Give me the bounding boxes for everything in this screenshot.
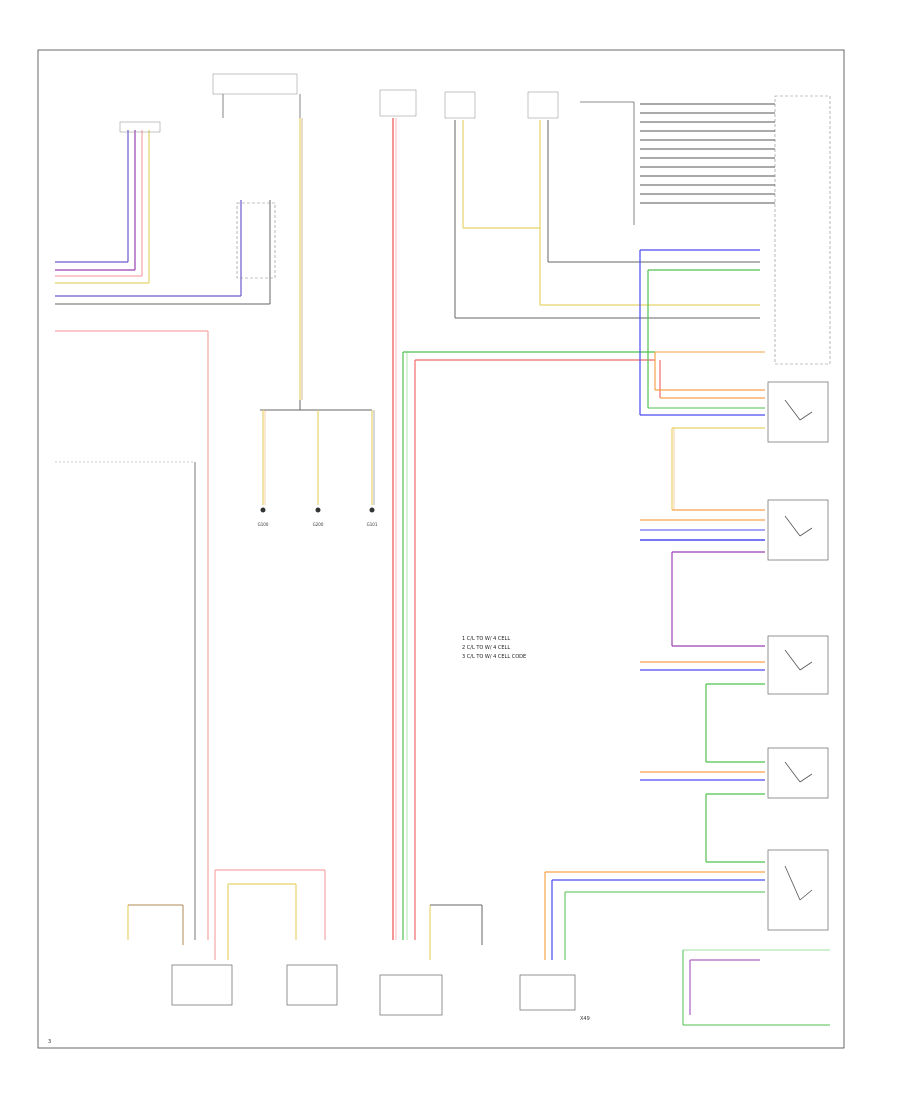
- switch-harness: [544, 250, 765, 960]
- bottom-components: [127, 869, 830, 1026]
- page-number: 3: [48, 1039, 51, 1045]
- center-power-harness: [379, 89, 655, 940]
- ground-label-1: G100: [258, 522, 269, 527]
- top-right-connector-rows: [580, 95, 831, 365]
- legend-line-3: 3 C/L TO W/ 4 CELL CODE: [462, 654, 526, 660]
- diagram-frame: [37, 49, 845, 1049]
- upper-sensors-harness: [444, 91, 760, 319]
- right-wire-bundle: [640, 103, 775, 204]
- top-left-harness: [55, 73, 301, 305]
- switch-boxes: [767, 381, 829, 931]
- ground-label-3: G101: [367, 522, 378, 527]
- ground-label-2: G200: [313, 522, 324, 527]
- ground-splice: [260, 118, 375, 513]
- connector-code: X49: [580, 1016, 590, 1022]
- legend-line-1: 1 C/L TO W/ 4 CELL: [462, 636, 510, 642]
- legend-line-2: 2 C/L TO W/ 4 CELL: [462, 645, 510, 651]
